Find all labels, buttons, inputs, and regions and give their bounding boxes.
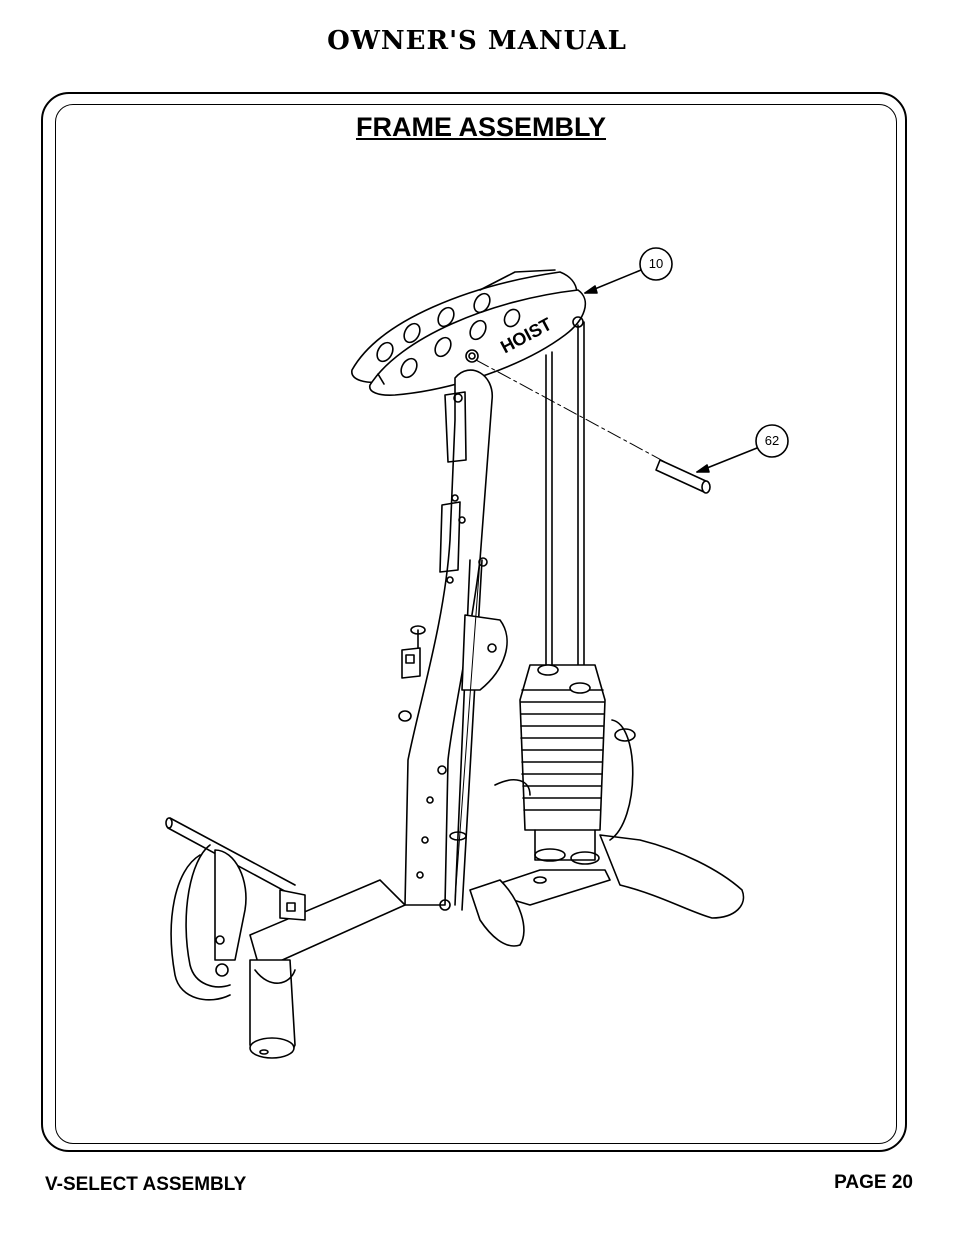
cable <box>449 557 488 901</box>
base-frame <box>249 719 745 971</box>
pin-62 <box>475 359 711 494</box>
front-station <box>165 817 306 1059</box>
guide-rods <box>545 321 585 681</box>
callout-10 <box>584 247 673 294</box>
callout-62-label: 62 <box>765 433 779 448</box>
manual-header: OWNER'S MANUAL <box>327 26 627 56</box>
callout-62 <box>696 424 789 473</box>
top-plate <box>351 269 587 396</box>
weight-stack <box>519 664 606 865</box>
callout-10-label: 10 <box>649 256 663 271</box>
page-frame-inner <box>55 104 897 1144</box>
section-title: FRAME ASSEMBLY <box>355 112 607 142</box>
page-frame-outer <box>41 92 907 1152</box>
footer-page-number: PAGE 20 <box>834 1172 913 1193</box>
pulley-bracket <box>398 614 508 722</box>
footer-section-name: V-SELECT ASSEMBLY <box>45 1174 247 1195</box>
